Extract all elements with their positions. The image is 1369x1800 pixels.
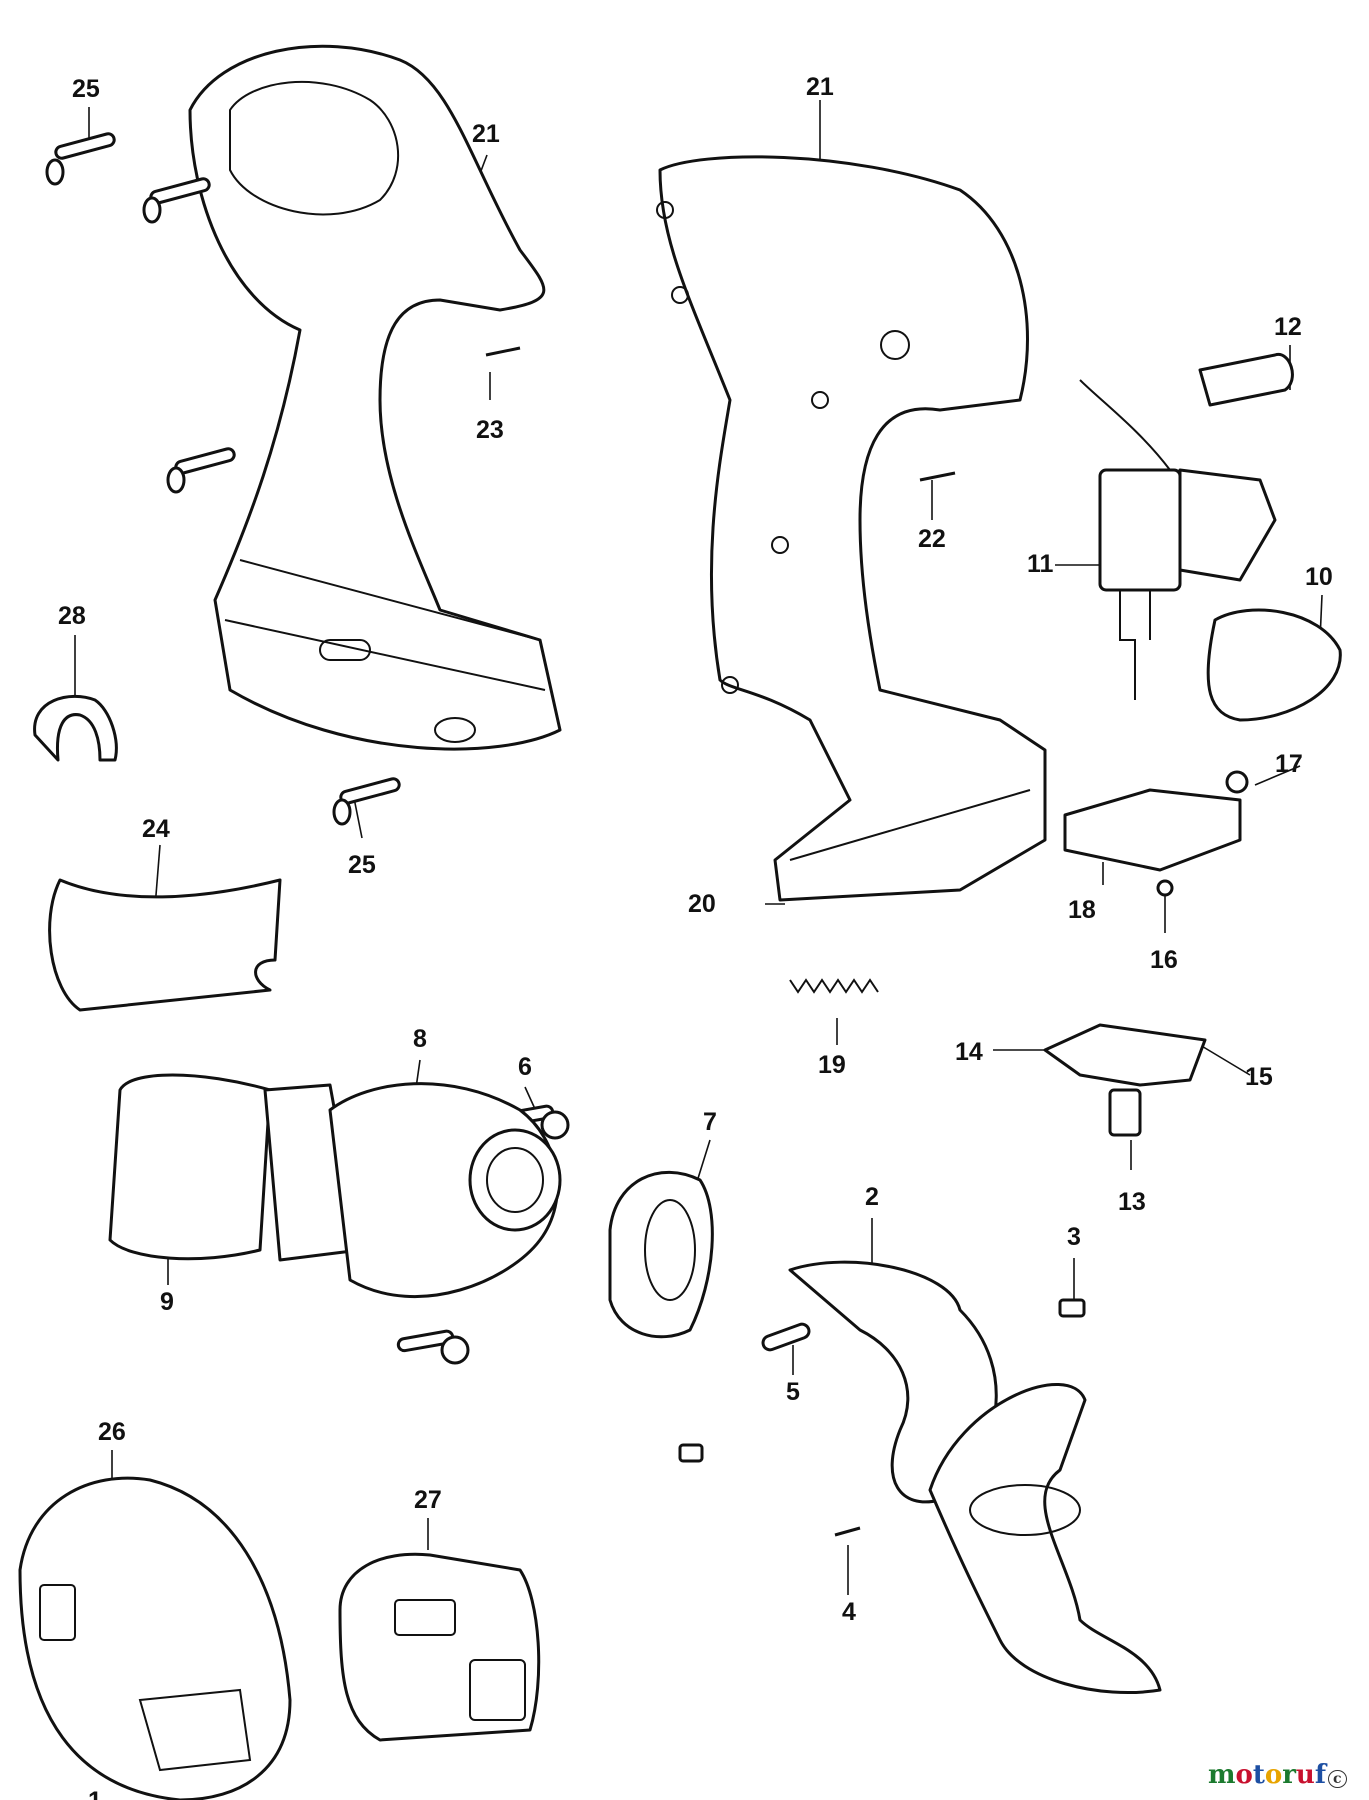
part-label-25-bottom: 25 bbox=[348, 851, 376, 879]
part-label-17: 17 bbox=[1275, 750, 1303, 778]
part-label-24: 24 bbox=[142, 815, 170, 843]
part-label-6: 6 bbox=[518, 1053, 532, 1081]
brand-letter: r bbox=[1282, 1760, 1296, 1790]
part-label-13: 13 bbox=[1118, 1188, 1146, 1216]
housing-half-right bbox=[656, 155, 1047, 902]
screws-and-pins bbox=[45, 132, 1249, 1537]
switch-assembly bbox=[1079, 353, 1342, 722]
part-label-20: 20 bbox=[688, 890, 716, 918]
part-label-14: 14 bbox=[955, 1038, 983, 1066]
brand-letter: o bbox=[1235, 1760, 1253, 1790]
part-label-4: 4 bbox=[842, 1598, 856, 1626]
part-label-7: 7 bbox=[703, 1108, 717, 1136]
motor-and-gearcase bbox=[108, 1073, 562, 1299]
part-label-5: 5 bbox=[786, 1378, 800, 1406]
part-label-26: 26 bbox=[98, 1418, 126, 1446]
clamshell-halves bbox=[788, 1260, 1162, 1694]
brand-letter: o bbox=[1264, 1760, 1283, 1790]
housing-half-left bbox=[188, 44, 562, 751]
part-label-11: 11 bbox=[1027, 550, 1054, 578]
part-label-19: 19 bbox=[818, 1051, 846, 1079]
part-label-27: 27 bbox=[414, 1486, 442, 1514]
charger-and-battery bbox=[18, 1476, 541, 1800]
part-label-21-right: 21 bbox=[806, 73, 834, 101]
part-label-10: 10 bbox=[1305, 563, 1333, 591]
part-label-22: 22 bbox=[918, 525, 946, 553]
part-label-15: 15 bbox=[1245, 1063, 1273, 1091]
block-and-plate bbox=[1043, 788, 1242, 1137]
part-label-18: 18 bbox=[1068, 896, 1096, 924]
part-label-8: 8 bbox=[413, 1025, 427, 1053]
nose-ring bbox=[608, 1170, 714, 1339]
clip-and-strip bbox=[33, 694, 282, 1012]
brand-letter: u bbox=[1295, 1760, 1315, 1790]
brand-letter: t bbox=[1252, 1760, 1265, 1790]
part-label-9: 9 bbox=[160, 1288, 174, 1316]
part-label-21-left: 21 bbox=[472, 120, 500, 148]
part-label-3: 3 bbox=[1067, 1223, 1081, 1251]
part-label-28: 28 bbox=[58, 602, 86, 630]
part-label-23: 23 bbox=[476, 416, 504, 444]
brand-letter: m bbox=[1208, 1760, 1236, 1790]
spring bbox=[789, 978, 879, 994]
part-label-16: 16 bbox=[1150, 946, 1178, 974]
brand-mark: c bbox=[1328, 1770, 1347, 1788]
part-label-12: 12 bbox=[1274, 313, 1302, 341]
part-label-25-top: 25 bbox=[72, 75, 100, 103]
brand-letter: f bbox=[1314, 1760, 1327, 1790]
part-label-1: 1 bbox=[88, 1789, 102, 1800]
part-label-2: 2 bbox=[865, 1183, 879, 1211]
